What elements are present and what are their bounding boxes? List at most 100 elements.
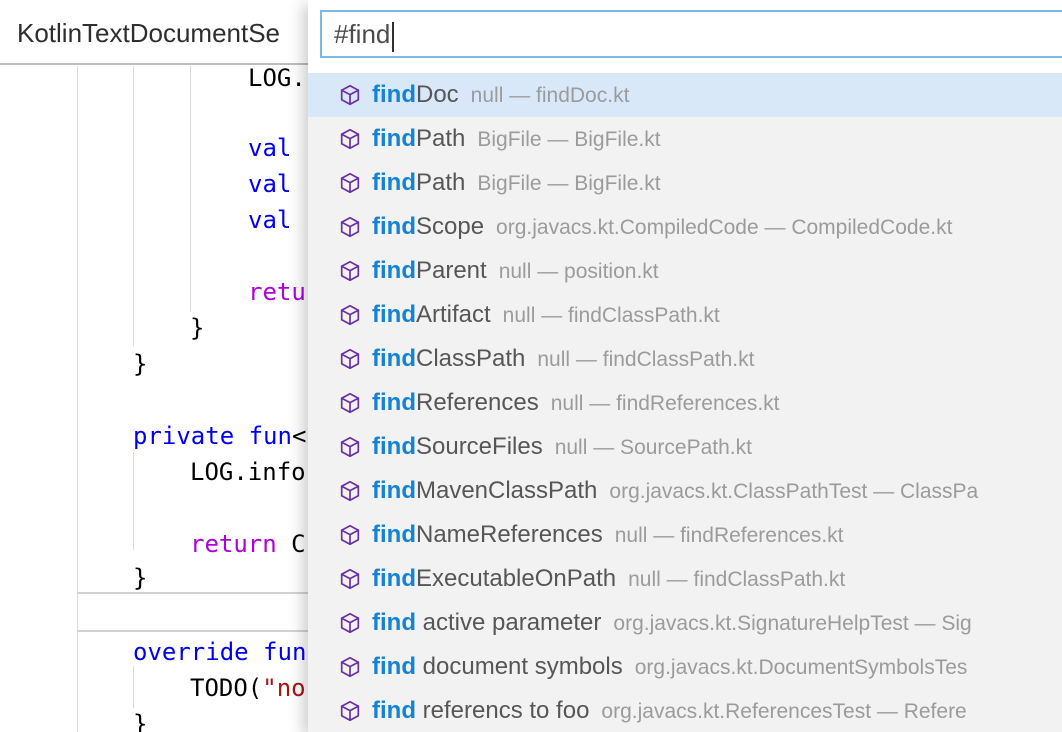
symbol-result-row[interactable]: findPath BigFile — BigFile.kt	[308, 117, 1062, 161]
code-line: LOG.	[248, 64, 306, 92]
indent-guide	[133, 452, 134, 550]
indent-guide	[133, 66, 134, 346]
symbol-search-input[interactable]: #find	[320, 10, 1062, 58]
symbol-detail: org.javacs.kt.ClassPathTest — ClassPa	[609, 480, 979, 503]
symbol-detail: null — findClassPath.kt	[537, 348, 755, 371]
symbol-method-icon	[338, 567, 362, 591]
symbol-result-text: findClassPath null — findClassPath.kt	[372, 345, 754, 373]
symbol-method-icon	[338, 303, 362, 327]
symbol-result-text: findNameReferences null — findReferences.…	[372, 521, 844, 549]
indent-guide	[77, 66, 78, 732]
code-line: retu	[248, 278, 306, 306]
symbol-result-text: findPath BigFile — BigFile.kt	[372, 125, 661, 153]
symbol-detail: null — findDoc.kt	[470, 84, 630, 107]
symbol-result-text: find active parameter org.javacs.kt.Signa…	[372, 609, 972, 637]
symbol-name: findReferences	[372, 389, 539, 416]
symbol-name: findSourceFiles	[372, 433, 543, 460]
search-query-text: #find	[334, 19, 391, 49]
symbol-name: findClassPath	[372, 345, 526, 372]
symbol-detail: null — findReferences.kt	[614, 524, 844, 547]
symbol-method-icon	[338, 215, 362, 239]
symbol-result-row[interactable]: findScope org.javacs.kt.CompiledCode — Co…	[308, 205, 1062, 249]
symbol-name: findArtifact	[372, 301, 491, 328]
symbol-detail: null — findClassPath.kt	[502, 304, 720, 327]
code-line: private fun<	[133, 422, 307, 450]
editor-split-separator	[77, 630, 308, 632]
symbol-detail: null — findReferences.kt	[550, 392, 780, 415]
symbol-detail: null — position.kt	[498, 260, 659, 283]
symbol-detail: org.javacs.kt.CompiledCode — CompiledCod…	[496, 216, 953, 239]
code-line: LOG.info	[190, 458, 306, 486]
symbol-name: findPath	[372, 125, 466, 152]
symbol-name: findExecutableOnPath	[372, 565, 617, 592]
symbol-name: findParent	[372, 257, 487, 284]
symbol-detail: BigFile — BigFile.kt	[477, 172, 661, 195]
symbol-result-text: find document symbols org.javacs.kt.Docum…	[372, 653, 967, 681]
symbol-method-icon	[338, 391, 362, 415]
symbol-method-icon	[338, 347, 362, 371]
symbol-result-text: findParent null — position.kt	[372, 257, 659, 285]
symbol-result-row[interactable]: find referencs to foo org.javacs.kt.Refer…	[308, 689, 1062, 732]
code-line: val	[248, 134, 292, 162]
symbol-result-row[interactable]: findClassPath null — findClassPath.kt	[308, 337, 1062, 381]
symbol-name: findNameReferences	[372, 521, 603, 548]
symbol-result-row[interactable]: findParent null — position.kt	[308, 249, 1062, 293]
symbol-result-row[interactable]: findSourceFiles null — SourcePath.kt	[308, 425, 1062, 469]
symbol-detail: org.javacs.kt.ReferencesTest — Refere	[601, 700, 967, 723]
code-line: val	[248, 206, 292, 234]
tab-title[interactable]: KotlinTextDocumentSe	[17, 18, 281, 48]
symbol-method-icon	[338, 611, 362, 635]
symbol-method-icon	[338, 259, 362, 283]
symbol-name: find active parameter	[372, 609, 602, 636]
symbol-result-text: findSourceFiles null — SourcePath.kt	[372, 433, 752, 461]
indent-guide	[133, 666, 134, 708]
symbol-result-row[interactable]: findArtifact null — findClassPath.kt	[308, 293, 1062, 337]
symbol-detail: org.javacs.kt.DocumentSymbolsTes	[634, 656, 968, 679]
code-line: return C	[190, 530, 306, 558]
symbol-method-icon	[338, 83, 362, 107]
symbol-method-icon	[338, 655, 362, 679]
symbol-name: findDoc	[372, 81, 459, 108]
symbol-method-icon	[338, 435, 362, 459]
symbol-detail: null — SourcePath.kt	[554, 436, 752, 459]
editor-split-separator	[77, 592, 308, 594]
symbol-result-row[interactable]: findMavenClassPath org.javacs.kt.ClassPat…	[308, 469, 1062, 513]
symbol-result-row[interactable]: findPath BigFile — BigFile.kt	[308, 161, 1062, 205]
symbol-name: findScope	[372, 213, 485, 240]
symbol-name: findMavenClassPath	[372, 477, 598, 504]
symbol-result-text: findDoc null — findDoc.kt	[372, 81, 629, 109]
code-line: }	[133, 350, 148, 378]
symbol-method-icon	[338, 127, 362, 151]
symbol-method-icon	[338, 171, 362, 195]
code-line: }	[133, 710, 148, 732]
symbol-result-text: findMavenClassPath org.javacs.kt.ClassPat…	[372, 477, 978, 505]
symbol-result-row[interactable]: find document symbols org.javacs.kt.Docum…	[308, 645, 1062, 689]
code-line: TODO("no	[190, 674, 306, 702]
symbol-result-text: findPath BigFile — BigFile.kt	[372, 169, 661, 197]
symbol-result-row[interactable]: findDoc null — findDoc.kt	[308, 73, 1062, 117]
symbol-result-text: findReferences null — findReferences.kt	[372, 389, 780, 417]
indent-guide	[190, 66, 191, 312]
symbol-method-icon	[338, 479, 362, 503]
symbol-name: find document symbols	[372, 653, 623, 680]
symbol-result-row[interactable]: findNameReferences null — findReferences.…	[308, 513, 1062, 557]
symbol-name: findPath	[372, 169, 466, 196]
code-line: }	[133, 564, 148, 592]
symbol-result-text: findArtifact null — findClassPath.kt	[372, 301, 720, 329]
text-cursor	[392, 21, 395, 52]
symbol-method-icon	[338, 523, 362, 547]
symbol-detail: org.javacs.kt.SignatureHelpTest — Sig	[613, 612, 972, 635]
symbol-name: find referencs to foo	[372, 697, 590, 724]
symbol-detail: BigFile — BigFile.kt	[477, 128, 661, 151]
symbol-result-row[interactable]: find active parameter org.javacs.kt.Signa…	[308, 601, 1062, 645]
symbol-result-text: find referencs to foo org.javacs.kt.Refer…	[372, 697, 967, 725]
symbol-method-icon	[338, 699, 362, 723]
symbol-result-row[interactable]: findReferences null — findReferences.kt	[308, 381, 1062, 425]
code-line: }	[190, 314, 205, 342]
symbol-result-text: findScope org.javacs.kt.CompiledCode — Co…	[372, 213, 952, 241]
